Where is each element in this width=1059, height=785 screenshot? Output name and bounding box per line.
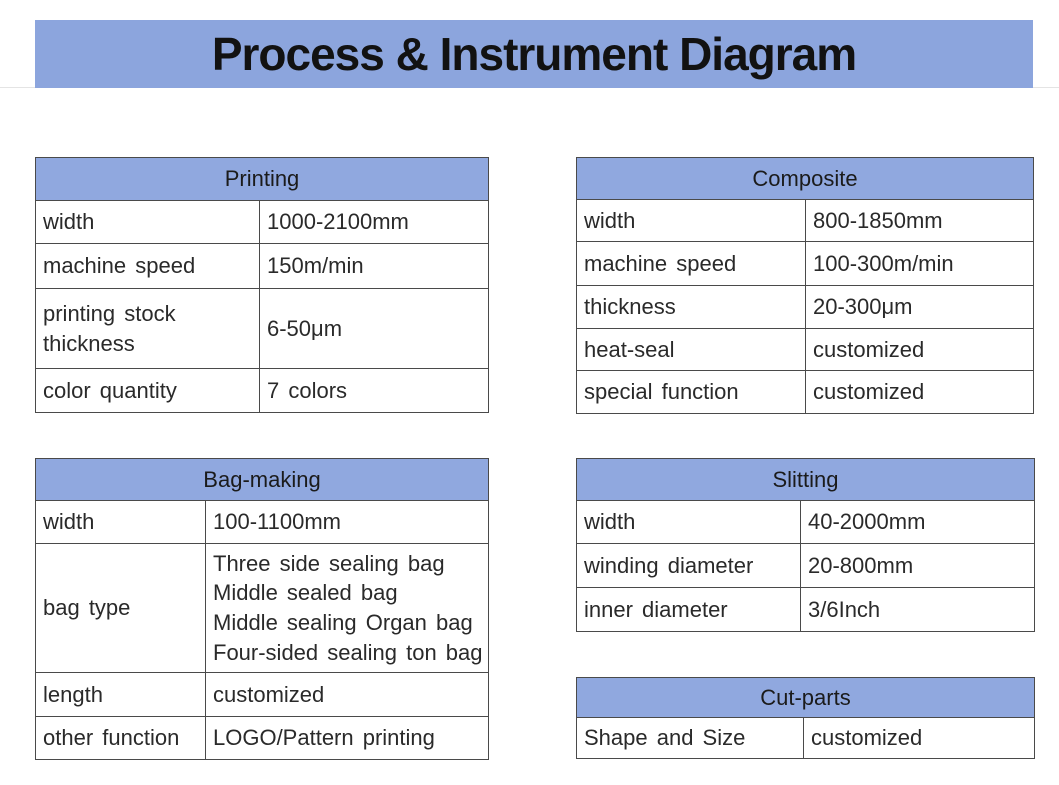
spec-label: width [577, 501, 801, 543]
table-row: winding diameter 20-800mm [577, 544, 1034, 588]
page-title: Process & Instrument Diagram [211, 28, 857, 80]
spec-label: winding diameter [577, 544, 801, 587]
spec-value: 20-800mm [808, 552, 914, 578]
spec-label: color quantity [36, 369, 260, 412]
table-row: inner diameter 3/6Inch [577, 588, 1034, 631]
spec-value: Three side sealing bag Middle sealed bag… [213, 550, 483, 665]
spec-value: LOGO/Pattern printing [213, 725, 435, 751]
table-row: printing stock thickness 6-50μm [36, 289, 488, 369]
table-row: length customized [36, 673, 488, 717]
spec-label: inner diameter [577, 588, 801, 631]
spec-label: printing stock thickness [36, 289, 260, 368]
table-row: heat-seal customized [577, 329, 1033, 371]
spec-label: width [36, 201, 260, 243]
table-row: color quantity 7 colors [36, 369, 488, 412]
spec-value: customized [213, 681, 325, 707]
spec-label: other function [36, 717, 206, 759]
spec-label: width [577, 200, 806, 241]
slitting-table: Slitting width 40-2000mm winding diamete… [576, 458, 1035, 632]
spec-value: 20-300μm [813, 294, 913, 320]
spec-value: 100-1100mm [213, 509, 341, 535]
table-row: bag type Three side sealing bag Middle s… [36, 544, 488, 673]
table-row: width 800-1850mm [577, 200, 1033, 242]
spec-label: width [36, 501, 206, 543]
spec-value: 6-50μm [267, 315, 343, 341]
spec-value: 1000-2100mm [267, 209, 409, 235]
composite-table: Composite width 800-1850mm machine speed… [576, 157, 1034, 414]
spec-value: customized [813, 336, 925, 362]
spec-value: customized [813, 379, 925, 405]
spec-label: machine speed [36, 244, 260, 288]
spec-label: machine speed [577, 242, 806, 285]
cut-parts-table-title: Cut-parts [577, 678, 1034, 718]
spec-value: 800-1850mm [813, 207, 943, 233]
bag-making-table-title: Bag-making [36, 459, 488, 501]
spec-value: 100-300m/min [813, 250, 954, 276]
spec-label: special function [577, 371, 806, 413]
spec-label: Shape and Size [577, 718, 804, 758]
table-row: width 1000-2100mm [36, 201, 488, 244]
table-row: machine speed 150m/min [36, 244, 488, 289]
spec-value: 40-2000mm [808, 509, 926, 535]
table-row: width 100-1100mm [36, 501, 488, 544]
table-row: special function customized [577, 371, 1033, 413]
spec-value: 7 colors [267, 377, 348, 403]
slitting-table-title: Slitting [577, 459, 1034, 501]
spec-value: 150m/min [267, 253, 364, 279]
spec-value: customized [811, 725, 923, 751]
table-row: width 40-2000mm [577, 501, 1034, 544]
title-banner: Process & Instrument Diagram [35, 20, 1033, 88]
bag-making-table: Bag-making width 100-1100mm bag type Thr… [35, 458, 489, 760]
table-row: thickness 20-300μm [577, 286, 1033, 329]
spec-label: thickness [577, 286, 806, 328]
spec-label: length [36, 673, 206, 716]
table-row: other function LOGO/Pattern printing [36, 717, 488, 759]
table-row: machine speed 100-300m/min [577, 242, 1033, 286]
composite-table-title: Composite [577, 158, 1033, 200]
spec-label: heat-seal [577, 329, 806, 370]
spec-label: bag type [36, 544, 206, 672]
spec-value: 3/6Inch [808, 596, 881, 622]
cut-parts-table: Cut-parts Shape and Size customized [576, 677, 1035, 759]
printing-table-title: Printing [36, 158, 488, 201]
printing-table: Printing width 1000-2100mm machine speed… [35, 157, 489, 413]
table-row: Shape and Size customized [577, 718, 1034, 758]
